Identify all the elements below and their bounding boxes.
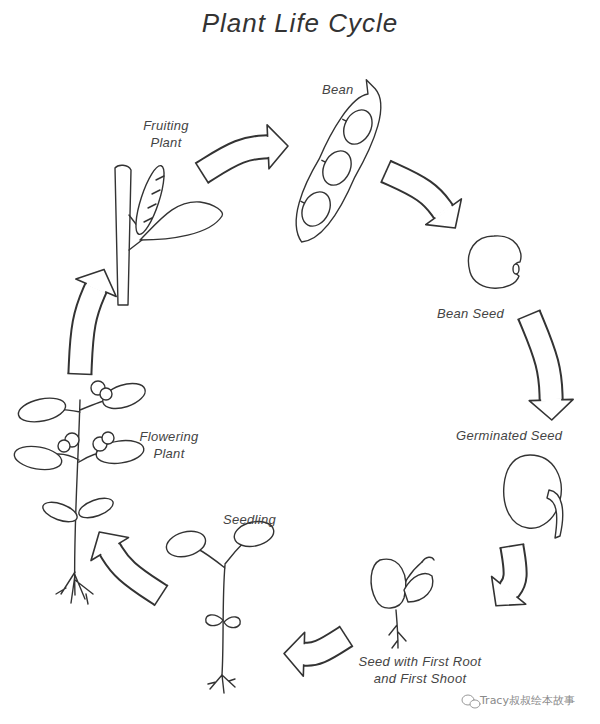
arrow-joint	[541, 398, 561, 402]
sprouting-seed	[371, 557, 434, 648]
stage-region: Bean	[292, 78, 382, 248]
watermark: Tracy叔叔绘本故事	[480, 693, 575, 708]
stage-label: Flowering Plant	[134, 428, 204, 462]
seedling-plant	[164, 518, 276, 693]
arrow-tail	[517, 310, 540, 320]
arrow-tail	[339, 626, 353, 647]
arrow-joint	[87, 284, 105, 292]
cycle-arrow	[91, 532, 168, 606]
arrow-head	[426, 199, 462, 228]
stage-label: Seedling	[223, 511, 276, 528]
watermark-icon	[462, 695, 480, 708]
stage-label: Germinated Seed	[456, 427, 562, 444]
stage-label: Bean	[322, 81, 354, 98]
arrow-outline	[529, 315, 551, 400]
arrow-head	[91, 532, 129, 561]
arrow-fill	[304, 636, 346, 654]
cycle-arrow	[381, 160, 462, 228]
arrow-tail	[67, 373, 92, 374]
stage-label: Seed with First Root and First Shoot	[350, 653, 490, 687]
arrow-joint	[266, 137, 270, 157]
stage-label: Bean Seed	[437, 305, 504, 322]
germinated-seed	[504, 455, 563, 538]
arrow-outline	[386, 172, 444, 212]
arrow-head	[492, 576, 526, 605]
arrow-joint	[501, 584, 517, 597]
arrow-head	[284, 632, 305, 676]
arrow-outline	[304, 636, 346, 654]
arrow-tail	[381, 160, 391, 183]
fruiting-plant	[115, 163, 223, 305]
stage-region: Bean Seed	[432, 232, 525, 324]
arrow-head	[529, 399, 573, 420]
arrow-joint	[101, 544, 118, 554]
arrow-fill	[202, 147, 268, 173]
arrow-head	[76, 269, 116, 296]
arrow-tail	[195, 162, 208, 183]
bean-seed	[468, 236, 521, 288]
cycle-arrow	[195, 125, 288, 184]
stage-region: Germinated Seed	[452, 424, 585, 542]
cycle-arrow	[492, 544, 526, 606]
arrow-tail	[500, 544, 525, 548]
arrow-fill	[386, 172, 444, 212]
arrow-outline	[110, 549, 161, 595]
arrow-joint	[302, 644, 306, 664]
arrow-fill	[110, 549, 161, 595]
cycle-arrow	[67, 269, 116, 374]
arrow-outline	[509, 546, 516, 590]
arrow-tail	[154, 585, 168, 606]
arrow-outline	[80, 288, 96, 374]
cycle-arrow	[284, 626, 353, 676]
stage-region: Seed with First Root and First Shoot	[350, 553, 492, 692]
stage-region: Flowering Plant	[12, 378, 206, 528]
arrow-fill	[509, 546, 516, 590]
stage-region: Fruiting Plant	[108, 115, 198, 308]
stage-label: Fruiting Plant	[136, 117, 196, 151]
stage-region: Seedling	[165, 508, 280, 690]
arrow-outline	[202, 147, 268, 173]
arrow-head	[267, 125, 288, 169]
arrow-fill	[529, 315, 551, 400]
bean-pod	[281, 77, 397, 251]
arrow-fill	[80, 288, 96, 374]
cycle-arrow	[517, 310, 573, 420]
watermark-box: Tracy叔叔绘本故事	[480, 693, 575, 708]
diagram-title: Plant Life Cycle	[0, 8, 600, 39]
arrow-joint	[435, 206, 451, 218]
